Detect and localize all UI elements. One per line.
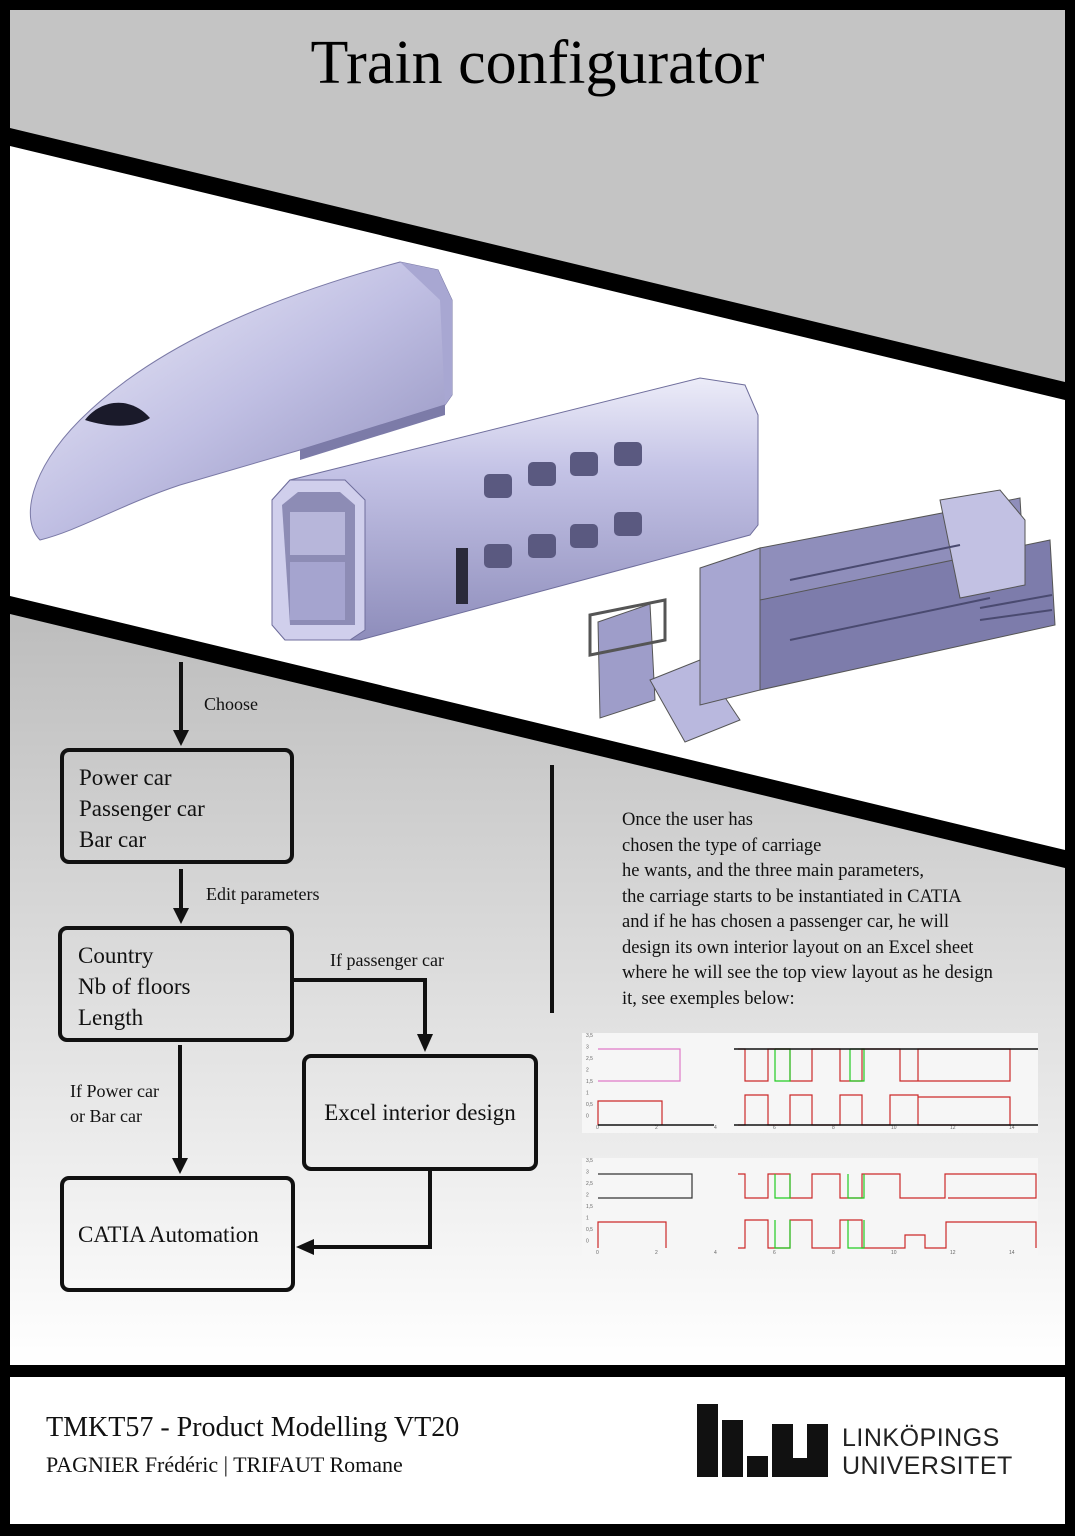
y-tick-label: 1 [586, 1216, 589, 1222]
x-tick-label: 10 [891, 1125, 897, 1131]
description-line: the carriage starts to be instantiated i… [622, 886, 962, 907]
logo-text-line2: UNIVERSITET [842, 1452, 1013, 1480]
parameters-box: Country Nb of floors Length [58, 926, 294, 1042]
x-tick-label: 10 [891, 1250, 897, 1256]
x-tick-label: 4 [714, 1125, 717, 1131]
description-line: and if he has chosen a passenger car, he… [622, 912, 949, 932]
description-line: it, see exemples below: [622, 988, 795, 1009]
x-tick-label: 14 [1009, 1125, 1015, 1131]
param-country: Country [78, 943, 154, 968]
x-tick-label: 12 [950, 1125, 956, 1131]
excel-design-label: Excel interior design [324, 1100, 516, 1125]
x-tick-label: 8 [832, 1250, 835, 1256]
y-tick-label: 1,5 [586, 1204, 593, 1210]
param-length: Length [78, 1005, 144, 1030]
liu-logo-icon [697, 1404, 828, 1477]
y-tick-label: 0,5 [586, 1227, 593, 1233]
description-line: design its own interior layout on an Exc… [622, 937, 974, 958]
y-tick-label: 2,5 [586, 1181, 593, 1187]
car-type-passenger: Passenger car [79, 796, 205, 821]
if-power-label: If Power car or Bar car [70, 1079, 159, 1129]
x-tick-label: 4 [714, 1250, 717, 1256]
x-tick-label: 6 [773, 1125, 776, 1131]
car-type-box: Power car Passenger car Bar car [60, 748, 294, 864]
x-tick-label: 2 [655, 1125, 658, 1131]
description-line: Once the user has [622, 810, 753, 830]
y-tick-label: 0,5 [586, 1102, 593, 1108]
y-tick-label: 2,5 [586, 1056, 593, 1062]
interior-layout-3d-model [588, 489, 1056, 743]
if-passenger-label: If passenger car [330, 950, 444, 970]
y-tick-label: 1,5 [586, 1079, 593, 1085]
y-tick-label: 0 [586, 1239, 589, 1245]
edit-parameters-label: Edit parameters [206, 884, 320, 904]
x-tick-label: 0 [596, 1250, 599, 1256]
if-power-line1: If Power car [70, 1081, 159, 1101]
description-line: chosen the type of carriage [622, 835, 822, 856]
car-type-bar: Bar car [79, 827, 147, 852]
x-tick-label: 8 [832, 1125, 835, 1131]
authors: PAGNIER Frédéric | TRIFAUT Romane [46, 1452, 403, 1477]
logo-text-line1: LINKÖPINGS [842, 1424, 1000, 1452]
description-line: he wants, and the three main parameters, [622, 861, 925, 881]
x-tick-label: 6 [773, 1250, 776, 1256]
x-tick-label: 14 [1009, 1250, 1015, 1256]
course-title: TMKT57 - Product Modelling VT20 [46, 1412, 460, 1443]
y-tick-label: 2 [586, 1193, 589, 1199]
excel-design-box: Excel interior design [302, 1054, 538, 1171]
y-tick-label: 3,5 [586, 1033, 593, 1039]
y-tick-label: 2 [586, 1068, 589, 1074]
param-floors: Nb of floors [78, 974, 191, 999]
x-tick-label: 0 [596, 1125, 599, 1131]
page-title: Train configurator [310, 29, 765, 97]
if-power-line2: or Bar car [70, 1106, 142, 1126]
description-line: where he will see the top view layout as… [622, 963, 993, 983]
power-car-3d-model [29, 261, 453, 541]
car-type-power: Power car [79, 765, 172, 790]
description-paragraph: Once the user has chosen the type of car… [622, 808, 993, 1012]
x-tick-label: 12 [950, 1250, 956, 1256]
choose-label: Choose [204, 694, 258, 714]
layout-chart-2: 3,5 3 2,5 2 1,5 1 0,5 0 0 2 4 6 8 10 12 14 [582, 1158, 1038, 1258]
catia-automation-label: CATIA Automation [78, 1221, 259, 1247]
flow-arrows [172, 662, 433, 1255]
y-tick-label: 0 [586, 1114, 589, 1120]
y-tick-label: 3,5 [586, 1158, 593, 1164]
y-tick-label: 3 [586, 1170, 589, 1176]
y-tick-label: 1 [586, 1091, 589, 1097]
y-tick-label: 3 [586, 1045, 589, 1051]
passenger-car-3d-model [271, 377, 759, 641]
x-tick-label: 2 [655, 1250, 658, 1256]
layout-chart-1: 3,5 3 2,5 2 1,5 1 0,5 0 0 2 4 6 8 10 12 14 [582, 1033, 1038, 1133]
catia-automation-box: CATIA Automation [60, 1176, 295, 1292]
